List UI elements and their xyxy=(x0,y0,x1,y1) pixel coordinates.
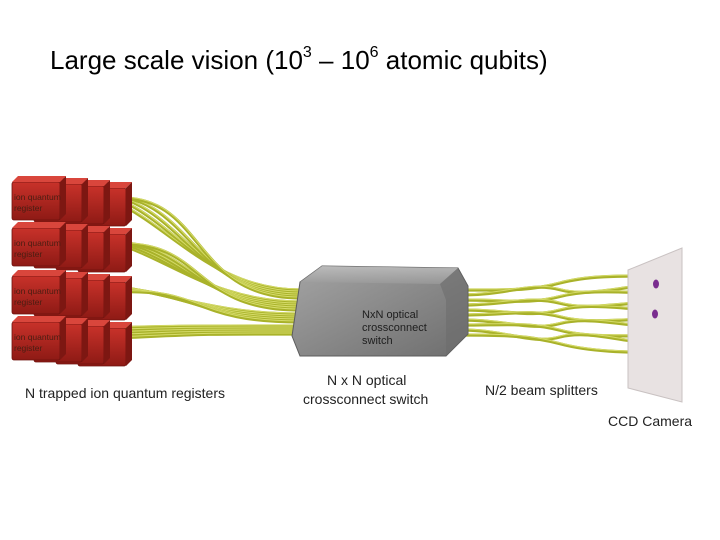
register-label-line-1: ion quantum xyxy=(14,286,61,296)
caption-switch-line-1: N x N optical xyxy=(327,372,406,388)
ion-register-box-side xyxy=(60,316,66,360)
caption-ccd-camera: CCD Camera xyxy=(608,413,692,429)
ion-register-box-side xyxy=(60,270,66,314)
ion-register-box-top xyxy=(12,316,66,322)
optical-fiber xyxy=(114,242,302,312)
optical-fiber-highlight xyxy=(115,332,301,338)
caption-switch-line-2: crossconnect switch xyxy=(303,391,428,407)
ion-register-box-top xyxy=(12,176,66,182)
register-label-line-1: ion quantum xyxy=(14,192,61,202)
ion-register-box-side xyxy=(104,180,110,224)
switch-box-label-3: switch xyxy=(362,335,393,347)
register-label-line-2: register xyxy=(14,297,43,307)
ion-register-box-side xyxy=(104,226,110,270)
optical-fiber-highlight xyxy=(115,196,301,298)
title-text-middle: – 10 xyxy=(311,45,370,75)
title-exponent-1: 3 xyxy=(302,44,312,62)
optical-fiber xyxy=(114,332,302,340)
switch-box-label-1: NxN optical xyxy=(362,309,418,321)
title-exponent-2: 6 xyxy=(369,44,379,62)
ccd-camera-panel xyxy=(627,247,683,403)
ion-register-box-side xyxy=(82,318,88,362)
title-text-prefix: Large scale vision (10 xyxy=(50,45,303,75)
caption-beam-splitters: N/2 beam splitters xyxy=(485,382,598,398)
camera-detection-spot xyxy=(652,309,658,319)
ion-register-box-side xyxy=(60,222,66,266)
switch-box-label-2: crossconnect xyxy=(362,322,427,334)
ion-register-box-side xyxy=(82,224,88,268)
register-label-line-2: register xyxy=(14,203,43,213)
slide-title: Large scale vision (103 – 106 atomic qub… xyxy=(50,44,690,76)
register-label-line-2: register xyxy=(14,249,43,259)
ion-register-box-side xyxy=(104,320,110,364)
register-label-line-1: ion quantum xyxy=(14,332,61,342)
ion-register-box-side xyxy=(126,228,132,272)
register-label-line-2: register xyxy=(14,343,43,353)
ion-register-box-top xyxy=(12,222,66,228)
ion-register-box-side xyxy=(126,322,132,366)
camera-detection-spot xyxy=(653,279,659,289)
optical-fiber-highlight xyxy=(115,290,301,322)
optical-fiber xyxy=(114,290,302,324)
register-label-line-1: ion quantum xyxy=(14,238,61,248)
ion-register-box-side xyxy=(82,178,88,222)
optical-fiber-highlight xyxy=(115,242,301,310)
ion-register-box-side xyxy=(60,176,66,220)
ion-register-box-side xyxy=(82,272,88,316)
crossconnect-switch-box: NxN optical crossconnect switch xyxy=(291,265,469,357)
optical-fiber xyxy=(114,196,302,300)
ion-register-box-side xyxy=(104,274,110,318)
title-text-suffix: atomic qubits) xyxy=(378,45,548,75)
ion-register-box-side xyxy=(126,276,132,320)
caption-registers: N trapped ion quantum registers xyxy=(25,385,225,401)
ion-register-box-side xyxy=(126,182,132,226)
ion-register-box-top xyxy=(12,270,66,276)
